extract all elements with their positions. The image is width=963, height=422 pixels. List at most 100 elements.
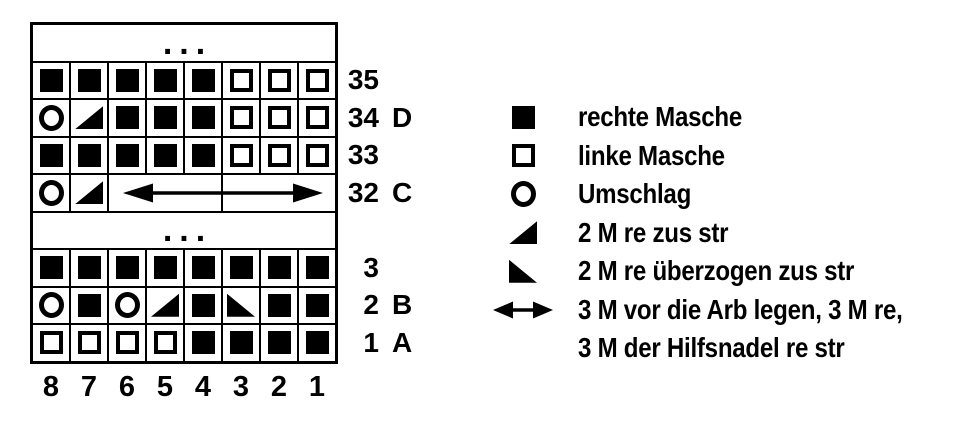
row-label: 32 C — [345, 176, 455, 208]
knit-stitch-icon — [229, 256, 253, 280]
row-label: 3 — [345, 251, 455, 283]
chart-grid: ...... — [33, 25, 335, 361]
purl-stitch-icon — [229, 143, 253, 167]
chart-cell — [33, 250, 69, 286]
knit-stitch-icon — [191, 68, 215, 92]
row-number: 2 — [363, 289, 379, 321]
row-letter: B — [392, 289, 413, 321]
knit-stitch-icon — [229, 331, 253, 355]
legend-item: linke Masche — [490, 137, 955, 176]
knit-stitch-icon — [191, 143, 215, 167]
row-letter: C — [392, 176, 413, 208]
chart-cell — [185, 137, 221, 173]
knit-stitch-icon — [153, 256, 177, 280]
chart-cell — [147, 137, 183, 173]
knit-stitch-icon — [267, 293, 291, 317]
chart-cell — [261, 325, 297, 361]
legend-item: 2 M re überzogen zus str — [490, 252, 955, 291]
purl-stitch-icon — [77, 331, 101, 355]
chart-cell — [33, 100, 69, 136]
legend-symbol — [490, 259, 556, 283]
column-label: 1 — [308, 371, 326, 403]
purl-stitch-icon — [115, 331, 139, 355]
yarn-over-icon — [114, 292, 140, 319]
purl-stitch-icon — [511, 144, 535, 168]
chart-cell — [147, 325, 183, 361]
chart-cell — [33, 287, 69, 323]
row-label: 35 — [345, 65, 455, 95]
knit-stitch-icon — [115, 143, 139, 167]
ellipsis-label: ... — [162, 23, 213, 62]
column-label: 7 — [80, 371, 98, 403]
legend-item: rechte Masche — [490, 98, 955, 137]
chart-cell — [109, 62, 145, 98]
purl-stitch-icon — [153, 331, 177, 355]
chart-cell — [261, 100, 297, 136]
legend-symbol — [490, 221, 556, 245]
purl-stitch-icon — [305, 143, 329, 167]
yarn-over-icon — [510, 181, 536, 208]
knit-stitch-icon — [153, 143, 177, 167]
chart-cell — [109, 137, 145, 173]
yarn-over-icon — [38, 104, 64, 131]
column-label: 4 — [194, 371, 212, 403]
knit-stitch-icon — [305, 293, 329, 317]
chart-cell — [299, 325, 335, 361]
chart-cell — [147, 62, 183, 98]
column-label: 3 — [232, 371, 250, 403]
chart-cell — [147, 287, 183, 323]
row-number: 35 — [347, 64, 379, 96]
legend-symbol — [490, 299, 556, 321]
knit-stitch-icon — [115, 256, 139, 280]
legend-label: Umschlag — [578, 178, 692, 210]
chart-cell — [223, 325, 259, 361]
knit-two-together-icon — [75, 181, 103, 205]
chart-cell — [71, 250, 107, 286]
chart-cell — [33, 175, 69, 211]
chart-cell — [33, 62, 69, 98]
knit-stitch-icon — [153, 68, 177, 92]
knit-stitch-icon — [77, 293, 101, 317]
chart-cell — [223, 287, 259, 323]
knit-stitch-icon — [77, 256, 101, 280]
legend-symbol — [490, 181, 556, 208]
column-label: 2 — [270, 371, 288, 403]
chart-cell — [299, 250, 335, 286]
knit-two-together-icon — [75, 106, 103, 130]
row-number: 3 — [363, 251, 379, 283]
slip-knit-pass-icon — [509, 259, 537, 283]
legend-label: 3 M vor die Arb legen, 3 M re, — [578, 293, 903, 325]
chart-cell — [261, 62, 297, 98]
row-label: 33 — [345, 140, 455, 170]
knit-stitch-icon — [267, 256, 291, 280]
row-number: 32 — [347, 176, 379, 208]
chart-cell — [71, 175, 107, 211]
knit-stitch-icon — [153, 106, 177, 130]
chart-cell — [71, 100, 107, 136]
ellipsis-label: ... — [162, 211, 213, 250]
knit-two-together-icon — [151, 293, 179, 317]
legend-label: rechte Masche — [578, 101, 742, 133]
chart-cell — [109, 250, 145, 286]
column-label: 5 — [156, 371, 174, 403]
knit-stitch-icon — [39, 256, 63, 280]
knit-stitch-icon — [77, 68, 101, 92]
knit-stitch-icon — [191, 256, 215, 280]
chart-cell — [223, 100, 259, 136]
chart-cell — [185, 250, 221, 286]
chart-cell — [261, 287, 297, 323]
chart-cell — [223, 137, 259, 173]
purl-stitch-icon — [267, 68, 291, 92]
chart-cell — [71, 137, 107, 173]
knit-stitch-icon — [115, 106, 139, 130]
chart-cell — [71, 287, 107, 323]
knit-stitch-icon — [511, 105, 535, 129]
knit-stitch-icon — [39, 68, 63, 92]
legend-item: 2 M re zus str — [490, 214, 955, 253]
knit-stitch-icon — [115, 68, 139, 92]
chart-cell — [147, 250, 183, 286]
knit-stitch-icon — [77, 143, 101, 167]
